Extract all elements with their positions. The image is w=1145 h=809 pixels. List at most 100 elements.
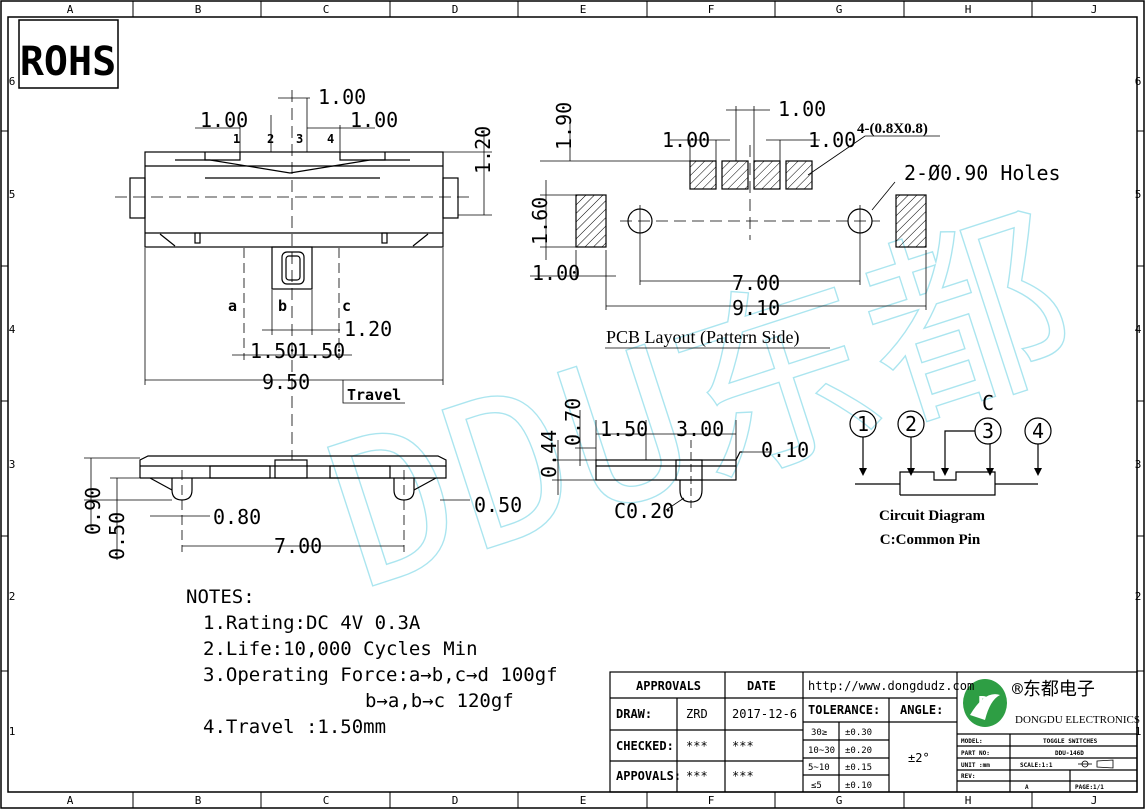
- tol-range-4: ≤5: [811, 781, 822, 791]
- company-name-cn: ®东都电子: [1012, 679, 1095, 700]
- notes-item-2: 2.Life:10,000 Cycles Min: [203, 638, 478, 660]
- pcb-holes-note: 2-Ø0.90 Holes: [904, 161, 1061, 185]
- side-dim-leg: 0.50: [105, 512, 129, 560]
- top-dim-height: 1.20: [471, 126, 495, 174]
- company-url: http://www.dongdudz.com: [808, 679, 974, 693]
- appovals-label: APPOVALS:: [616, 769, 681, 783]
- date-header: DATE: [747, 679, 776, 693]
- top-pin-2: 2: [267, 132, 274, 146]
- top-dim-pitch-left: 1.00: [200, 108, 248, 132]
- grid-col-f: F: [708, 3, 715, 16]
- top-view-pin-labels: 1 2 3 4: [233, 132, 334, 146]
- top-pin-4: 4: [327, 132, 334, 146]
- pcb-dim-offset: 1.90: [552, 102, 576, 150]
- circuit-title: Circuit Diagram: [879, 508, 985, 524]
- side-view: [84, 455, 470, 560]
- circuit-pin-1: 1: [857, 412, 869, 436]
- grid-row-3: 3: [9, 458, 16, 471]
- circuit-pin-4: 4: [1032, 419, 1044, 443]
- tol-value-4: ±0.10: [845, 781, 872, 791]
- model-label: MODEL:: [961, 738, 983, 745]
- top-dim-pitch-mid: 1.00: [318, 85, 366, 109]
- pcb-layout: [530, 106, 940, 349]
- top-pin-3: 3: [296, 132, 303, 146]
- grid-row-1-right: 1: [1135, 725, 1142, 738]
- end-dim-width: 3.00: [676, 417, 724, 441]
- tolerance-table: 30≥ ±0.30 10~30 ±0.20 5~10 ±0.15 ≤5 ±0.1…: [808, 728, 872, 791]
- notes-item-4: 4.Travel :1.50mm: [203, 716, 386, 738]
- pcb-dim-hole-spacing: 7.00: [732, 271, 780, 295]
- tolerance-header: TOLERANCE:: [808, 703, 880, 717]
- title-block-text: APPROVALS DATE http://www.dongdudz.com T…: [616, 679, 974, 783]
- end-view-labels: 0.44 0.70 1.50 3.00 0.10 C0.20: [537, 398, 809, 523]
- checked-date: ***: [732, 739, 754, 753]
- tol-range-3: 5~10: [808, 763, 830, 773]
- grid-col-d: D: [452, 3, 459, 16]
- grid-row-6: 6: [9, 75, 16, 88]
- grid-col-j-bottom: J: [1091, 794, 1098, 807]
- appovals-name: ***: [686, 769, 708, 783]
- side-dim-height: 0.90: [81, 487, 105, 535]
- position-c: c: [342, 297, 351, 315]
- side-view-labels: 0.90 0.50 0.80 7.00 0.50: [81, 487, 522, 560]
- model-value: TOGGLE SWITCHES: [1043, 738, 1098, 745]
- grid-col-a: A: [67, 3, 74, 16]
- grid-col-j: J: [1091, 3, 1098, 16]
- pcb-dim-pad-height: 1.60: [528, 197, 552, 245]
- notes-item-3: 3.Operating Force:a→b,c→d 100gf: [203, 664, 558, 686]
- grid-col-g-bottom: G: [836, 794, 843, 807]
- top-dim-pitch-right: 1.00: [350, 108, 398, 132]
- pcb-dim-total: 9.10: [732, 296, 780, 320]
- grid-col-c: C: [323, 3, 330, 16]
- tol-value-3: ±0.15: [845, 763, 872, 773]
- pcb-dim-pad-width: 1.00: [532, 261, 580, 285]
- grid-row-2-right: 2: [1135, 590, 1142, 603]
- pcb-dim-pitch-right: 1.00: [808, 128, 856, 152]
- circuit-common-label: C: [982, 391, 994, 415]
- company-name-en: DONGDU ELECTRONICS: [1015, 714, 1140, 726]
- pcb-dim-pitch-mid: 1.00: [778, 97, 826, 121]
- top-view: [115, 90, 492, 460]
- grid-row-6-right: 6: [1135, 75, 1142, 88]
- top-dim-knob: 1.20: [344, 317, 392, 341]
- rohs-box: [18, 19, 119, 89]
- circuit-pin-3: 3: [982, 419, 994, 443]
- approvals-header: APPROVALS: [636, 679, 701, 693]
- tol-value-2: ±0.20: [845, 746, 872, 756]
- scale-label: SCALE:1:1: [1020, 762, 1053, 769]
- end-view: [552, 410, 770, 511]
- title-block: [609, 671, 1138, 793]
- grid-col-b: B: [195, 3, 202, 16]
- grid-col-c-bottom: C: [323, 794, 330, 807]
- side-dim-offset: 0.50: [474, 493, 522, 517]
- grid-col-h-bottom: H: [965, 794, 972, 807]
- grid-col-a-bottom: A: [67, 794, 74, 807]
- grid-col-f-bottom: F: [708, 794, 715, 807]
- end-dim-edge: 0.10: [761, 438, 809, 462]
- grid-row-1: 1: [9, 725, 16, 738]
- rev-value: A: [1025, 784, 1029, 791]
- grid-col-e-bottom: E: [580, 794, 587, 807]
- position-a: a: [228, 297, 237, 315]
- grid-row-4: 4: [9, 323, 16, 336]
- position-b: b: [278, 297, 287, 315]
- grid-row-4-right: 4: [1135, 323, 1142, 336]
- end-dim-body: 0.44: [537, 430, 561, 478]
- part-value: DDU-146D: [1055, 750, 1084, 757]
- grid-row-2: 2: [9, 590, 16, 603]
- top-view-position-labels: a b c Travel: [228, 297, 401, 404]
- pcb-labels: 1.00 1.00 1.00 1.90 1.60 1.00 7.00 9.10 …: [528, 97, 1061, 320]
- tol-value-1: ±0.30: [845, 728, 872, 738]
- pcb-pad-note: 4-(0.8X0.8): [857, 121, 928, 137]
- top-dim-travel-right: 1.50: [297, 339, 345, 363]
- page-label: PAGE:1/1: [1075, 784, 1104, 791]
- pcb-title: PCB Layout (Pattern Side): [606, 327, 799, 348]
- inner-frame: [7, 16, 1138, 793]
- rev-label: REV:: [961, 773, 975, 780]
- tol-range-1: 30≥: [811, 728, 828, 738]
- notes: NOTES: 1.Rating:DC 4V 0.3A 2.Life:10,000…: [186, 586, 558, 738]
- unit-label: UNIT :mm: [961, 762, 990, 769]
